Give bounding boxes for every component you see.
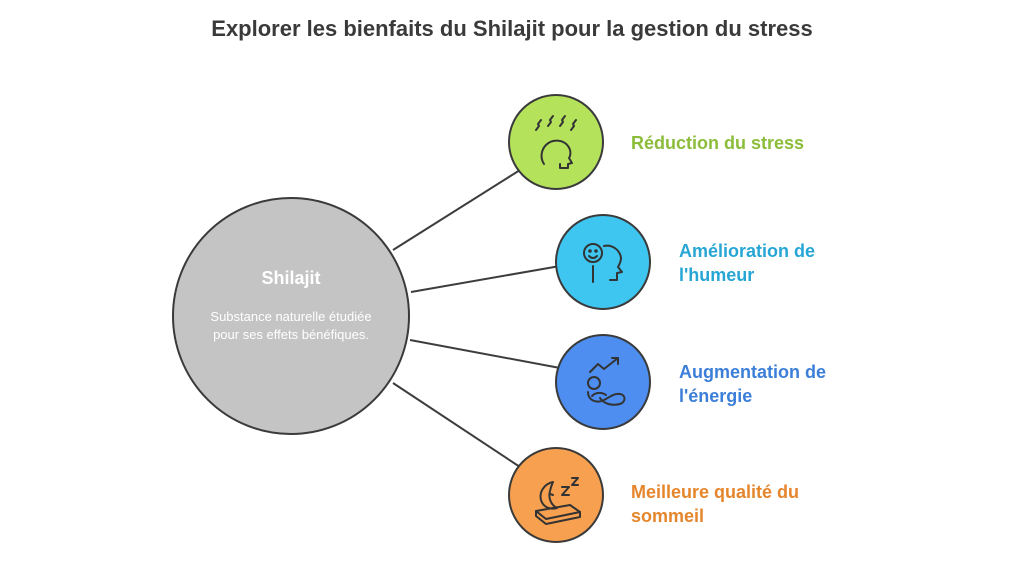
sleeping-moon-icon (535, 477, 581, 525)
benefit-label-stress-reduction: Réduction du stress (631, 133, 805, 153)
hub-circle (172, 197, 410, 435)
benefit-circle-4 (508, 447, 604, 543)
connector-4 (392, 382, 521, 468)
benefit-label-energy-boost: Augmentation de l'énergie (679, 362, 826, 406)
benefit-label-sleep-quality: Meilleure qualité du sommeil (631, 482, 800, 526)
hub-description: Substance naturelle étudiée pour ses eff… (210, 309, 372, 342)
benefit-circle-3 (555, 334, 651, 430)
connector-3 (409, 339, 561, 369)
smiling-head-icon (583, 243, 623, 283)
hub-title: Shilajit (261, 268, 321, 288)
stressed-head-icon (535, 115, 577, 169)
energy-growth-icon (587, 357, 626, 406)
connector-1 (392, 169, 521, 251)
diagram-title: Explorer les bienfaits du Shilajit pour … (211, 16, 813, 41)
connector-2 (410, 265, 561, 293)
benefit-circle-1 (508, 94, 604, 190)
benefit-circle-2 (555, 214, 651, 310)
benefit-label-mood-improvement: Amélioration de l'humeur (679, 241, 816, 285)
